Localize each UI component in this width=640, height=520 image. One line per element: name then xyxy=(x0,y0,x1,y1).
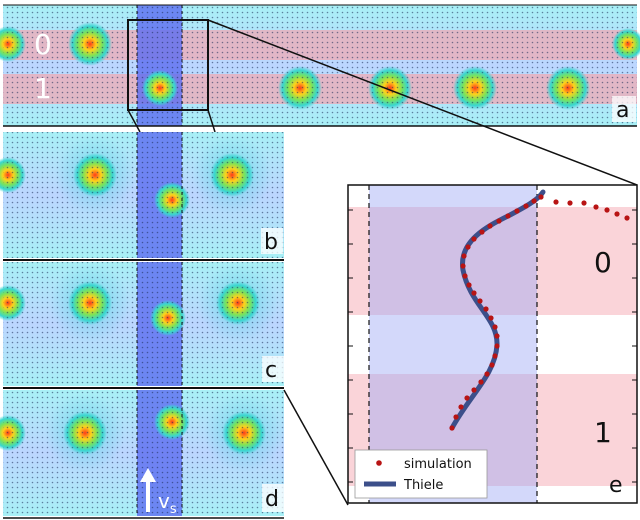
simulation-point xyxy=(553,199,559,205)
zoom-line-left xyxy=(127,109,141,133)
simulation-point xyxy=(471,290,477,296)
simulation-point xyxy=(461,253,467,259)
simulation-point xyxy=(624,215,630,221)
lane-label-1-a: 1 xyxy=(34,72,52,105)
simulation-point xyxy=(453,414,459,420)
simulation-point xyxy=(604,207,610,213)
legend-box xyxy=(354,449,488,499)
panel-d-tag: d xyxy=(265,487,279,512)
zoom-line-bottom xyxy=(283,389,349,506)
simulation-point xyxy=(531,198,537,204)
velocity-symbol: v xyxy=(158,489,170,513)
simulation-point xyxy=(465,244,471,250)
spin-grid-a xyxy=(3,5,637,126)
simulation-point xyxy=(471,387,477,393)
panel-e: 0 1 e simulation Thiele xyxy=(347,184,638,504)
panel-b: b xyxy=(0,132,284,258)
simulation-point xyxy=(460,263,466,269)
simulation-point xyxy=(487,223,493,229)
simulation-point xyxy=(492,324,498,330)
zoom-line-right xyxy=(207,109,216,133)
panel-c-tag: c xyxy=(265,358,277,383)
simulation-trajectory xyxy=(449,194,630,431)
velocity-label: vs xyxy=(158,489,177,517)
legend-simulation-label: simulation xyxy=(404,457,472,472)
simulation-point xyxy=(494,343,500,349)
simulation-point xyxy=(466,282,472,288)
simulation-point xyxy=(477,298,483,304)
zoom-box xyxy=(127,19,209,111)
simulation-point xyxy=(488,315,494,321)
simulation-point xyxy=(483,306,489,312)
panel-e-ticks xyxy=(348,209,637,483)
simulation-point xyxy=(505,213,511,219)
panel-a: 0 1 a xyxy=(0,4,640,127)
panel-c-tag-bg xyxy=(262,356,284,382)
simulation-point xyxy=(449,425,455,431)
panel-e-frame xyxy=(347,184,638,504)
simulation-point xyxy=(567,200,573,206)
simulation-point xyxy=(458,404,464,410)
lane-label-0-a: 0 xyxy=(34,28,52,61)
simulation-point xyxy=(514,208,520,214)
panel-e-tag: e xyxy=(609,473,623,498)
panel-d-tag-bg xyxy=(262,484,284,512)
panel-c: c xyxy=(0,262,284,386)
simulation-point xyxy=(479,229,485,235)
legend: simulation Thiele xyxy=(354,449,488,499)
panel-d: vs d xyxy=(0,390,284,517)
simulation-point xyxy=(538,194,544,200)
simulation-point xyxy=(492,353,498,359)
panel-b-tag-bg xyxy=(261,228,283,254)
panel-b-tag: b xyxy=(264,230,278,255)
simulation-point xyxy=(593,204,599,210)
simulation-point xyxy=(471,236,477,242)
velocity-arrow-head xyxy=(140,468,156,482)
panel-a-tag: a xyxy=(616,98,629,123)
simulation-point xyxy=(581,200,587,206)
legend-simulation-marker xyxy=(376,460,382,466)
simulation-point xyxy=(484,371,490,377)
simulation-point xyxy=(489,362,495,368)
panel-a-tag-bg xyxy=(612,96,636,122)
simulation-point xyxy=(614,211,620,217)
simulation-point xyxy=(523,203,529,209)
simulation-point xyxy=(496,218,502,224)
simulation-point xyxy=(494,333,500,339)
spin-grid-b xyxy=(3,132,284,258)
legend-thiele-label: Thiele xyxy=(403,478,443,493)
lane-label-0-e: 0 xyxy=(594,246,612,279)
spin-grid-d xyxy=(3,390,284,516)
simulation-point xyxy=(462,273,468,279)
zoom-line-top xyxy=(207,19,638,186)
spin-grid-c xyxy=(3,262,284,386)
simulation-point xyxy=(464,395,470,401)
lane-label-1-e: 1 xyxy=(594,416,612,449)
simulation-point xyxy=(478,379,484,385)
velocity-arrow xyxy=(140,468,156,512)
velocity-subscript: s xyxy=(170,502,177,517)
